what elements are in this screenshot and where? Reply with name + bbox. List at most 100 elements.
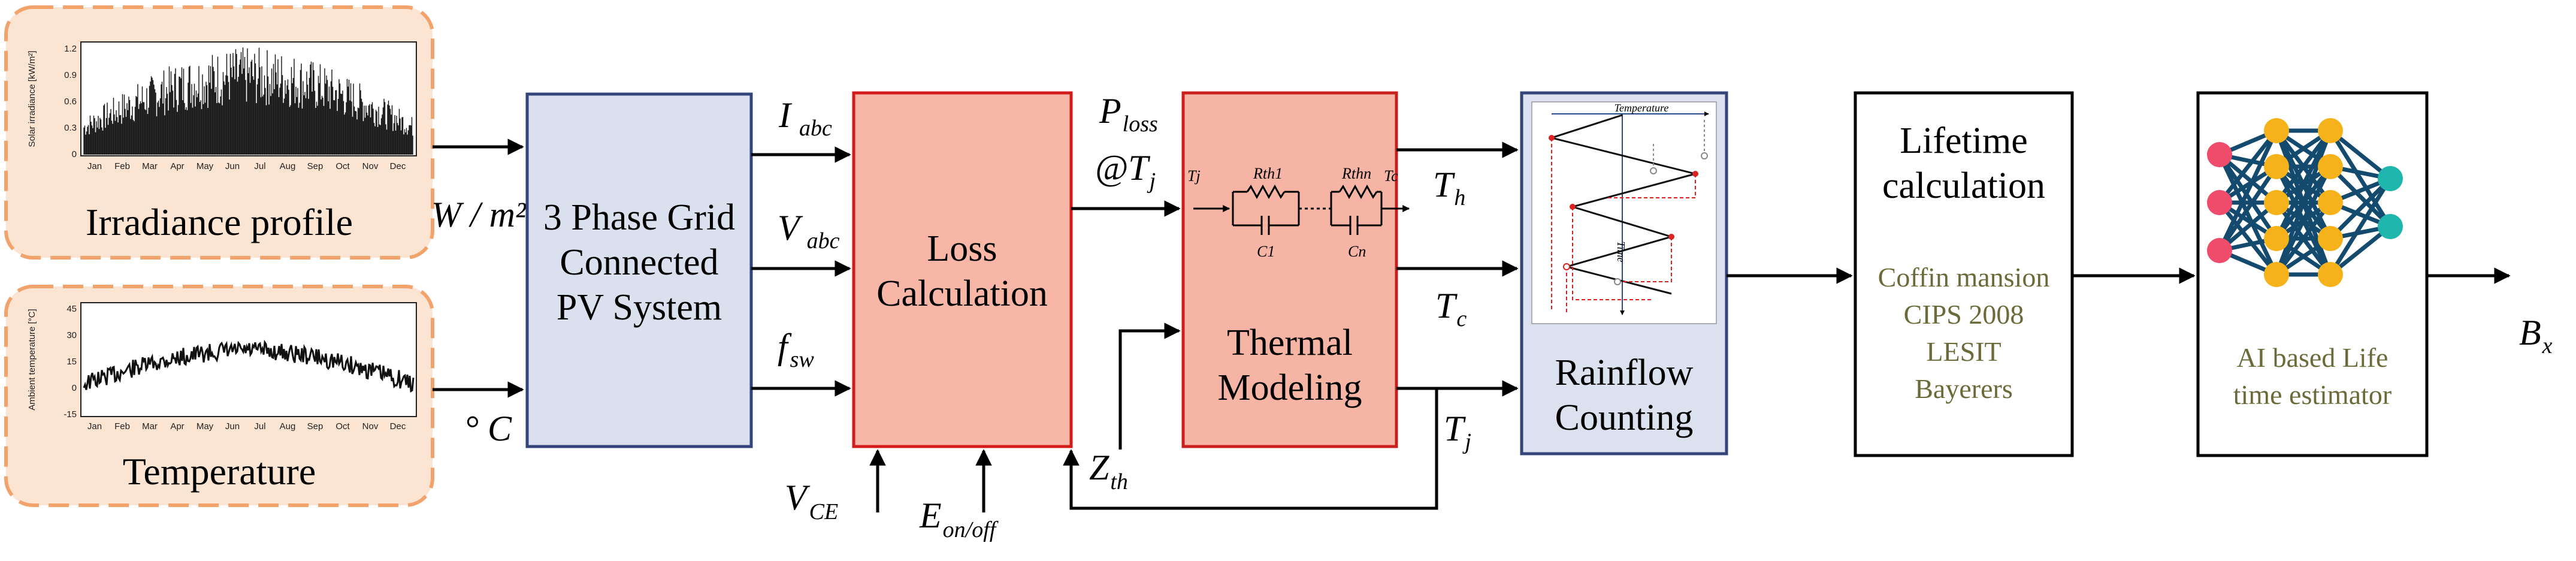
nn-edge [2217, 153, 2279, 276]
tj-feedback-arrow [1063, 388, 1438, 510]
ai-label-line: time estimator [2233, 379, 2391, 410]
temperature-series [83, 339, 415, 393]
month-label: Mar [142, 421, 158, 432]
nn-edge [2329, 225, 2392, 276]
nn-output-node [2378, 166, 2403, 191]
neural-network-icon [2207, 118, 2403, 287]
nn-hidden-node [2264, 262, 2289, 287]
network-tc-label: Tc [1384, 167, 1398, 185]
loss-calculation-block: Loss Calculation [852, 91, 1073, 448]
month-label: Jan [87, 161, 102, 171]
irr-ytick: 1.2 [64, 44, 77, 54]
nn-hidden-node [2318, 118, 2343, 143]
month-label: Feb [114, 421, 130, 432]
month-label: Dec [390, 161, 406, 171]
month-label: Oct [335, 421, 350, 432]
rainflow-temp-label: Temperature [1614, 102, 1669, 114]
temp-ytick: 30 [66, 330, 77, 340]
irradiance-yticks: 1.2 0.9 0.6 0.3 0 [64, 44, 77, 159]
tj-label: Tj [1444, 409, 1471, 454]
at-tj-label: @Tj [1095, 148, 1156, 194]
irr-ytick: 0.9 [64, 70, 77, 80]
month-label: Aug [280, 161, 296, 171]
month-label: Oct [335, 161, 350, 171]
month-label: Mar [142, 161, 158, 171]
month-label: Feb [114, 161, 130, 171]
thermal-network-diagram: Tj Rth1 C1 Rth [1187, 165, 1410, 260]
nn-output-node [2378, 214, 2403, 239]
nn-edge [2329, 129, 2392, 180]
rainflow-plot [1531, 101, 1717, 324]
ai-label-line: AI based Life [2237, 342, 2388, 373]
thermal-modeling-block: Tj Rth1 C1 Rth [1181, 91, 1410, 448]
irradiance-caption: Irradiance profile [86, 201, 353, 243]
zth-label: Zth [1089, 448, 1128, 494]
loss-label-line: Loss [927, 228, 997, 269]
nn-hidden-node [2264, 190, 2289, 215]
resistor-1 [1246, 184, 1286, 200]
pv-system-label-line: Connected [560, 242, 718, 283]
ploss-label: Ploss [1099, 91, 1158, 137]
nn-edge [2218, 201, 2278, 276]
pv-system-block: 3 Phase Grid Connected PV System [525, 92, 753, 448]
month-label: May [196, 161, 214, 171]
resistor-n [1338, 184, 1378, 200]
output-label: Bx [2519, 313, 2553, 358]
month-label: Jul [254, 161, 265, 171]
irr-ytick: 0.6 [64, 96, 77, 107]
thermal-label-line: Thermal [1227, 322, 1353, 363]
rainflow-label-line: Rainflow [1555, 352, 1694, 393]
tc-label: Tc [1435, 286, 1467, 331]
temp-ytick: 45 [66, 304, 77, 314]
temperature-unit-label: ° C [464, 409, 512, 448]
ai-estimator-block: AI based Life time estimator [2196, 91, 2429, 457]
lifetime-model-item: CIPS 2008 [1904, 299, 2024, 330]
nn-edge [2218, 129, 2278, 204]
nn-edge [2275, 201, 2332, 276]
month-label: Aug [280, 421, 296, 432]
temp-ytick: -15 [64, 409, 77, 420]
nn-edge [2274, 129, 2333, 240]
th-label: Th [1433, 165, 1465, 210]
nn-edge [2275, 129, 2332, 204]
temperature-caption: Temperature [123, 450, 316, 493]
network-tj-label: Tj [1187, 167, 1201, 185]
nn-edge [2329, 177, 2392, 240]
lifetime-title-line: calculation [1882, 165, 2045, 206]
month-label: Apr [170, 421, 184, 432]
irr-ytick: 0 [72, 149, 77, 159]
nn-hidden-node [2318, 226, 2343, 251]
nn-hidden-node [2264, 154, 2289, 179]
month-label: Jun [225, 421, 240, 432]
irradiance-series [83, 47, 413, 155]
month-label: Sep [307, 421, 323, 432]
rn-label: Rthn [1341, 165, 1371, 182]
zth-arrow [1118, 322, 1181, 450]
nn-hidden-node [2264, 226, 2289, 251]
irradiance-unit-label: W / m² [431, 195, 527, 234]
thermal-label-line: Modeling [1217, 367, 1362, 408]
nn-edge [2329, 165, 2392, 228]
temperature-input-block: Ambient temperature [°C] 45 30 15 0 -15 … [4, 285, 434, 507]
r1-label: Rth1 [1253, 165, 1283, 182]
nn-edge [2274, 165, 2333, 276]
month-label: Sep [307, 161, 323, 171]
eon-label: Eon/off [919, 496, 999, 542]
rainflow-label-line: Counting [1555, 397, 1694, 438]
nn-input-node [2207, 190, 2232, 215]
nn-edge [2329, 129, 2392, 228]
nn-hidden-node [2318, 262, 2343, 287]
temp-ytick: 15 [66, 357, 77, 367]
month-label: Jan [87, 421, 102, 432]
irradiance-months: Jan Feb Mar Apr May Jun Jul Aug Sep Oct … [87, 161, 406, 171]
temperature-yticks: 45 30 15 0 -15 [64, 304, 77, 420]
nn-hidden-node [2318, 154, 2343, 179]
temperature-plot-frame [80, 302, 417, 417]
lifetime-title-line: Lifetime [1900, 120, 2027, 161]
loss-label-line: Calculation [876, 273, 1048, 314]
month-label: Dec [390, 421, 406, 432]
lifetime-calculation-block: Lifetime calculation Coffin mansion CIPS… [1854, 91, 2074, 457]
pv-system-label-line: 3 Phase Grid [543, 197, 735, 238]
